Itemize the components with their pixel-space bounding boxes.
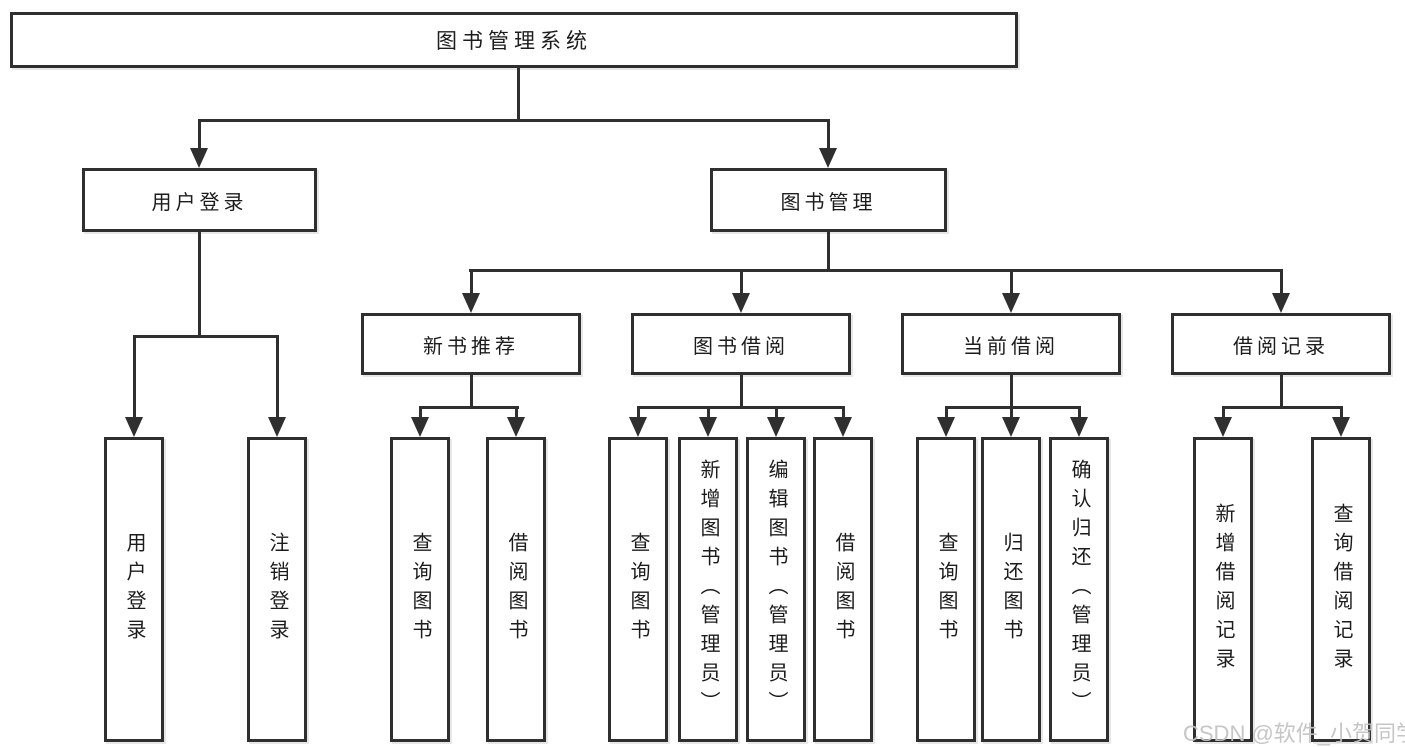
csdn-watermark: CSDN @软件_小贺同学 (1183, 721, 1405, 746)
node-label: 编辑图书（管理员） (765, 459, 787, 720)
connector-drop-borrow-records (1280, 269, 1283, 297)
node-label: 借阅记录 (1233, 335, 1329, 358)
connector-level2-rail (469, 269, 1283, 272)
connector-drop-book-management (827, 119, 830, 150)
node-leaf-borrow-books-recommend: 借阅图书 (486, 437, 546, 742)
connector-drop (419, 406, 422, 420)
connector-drop (945, 406, 948, 420)
connector-user-login-trunk (198, 230, 201, 338)
node-label: 图书借阅 (693, 335, 789, 358)
connector-user-login-rail (133, 335, 279, 338)
connector-drop (707, 406, 710, 420)
connector-book-borrow-rail (637, 406, 845, 409)
connector-drop-current-borrow (1010, 269, 1013, 297)
connector-drop-user-login (198, 119, 201, 150)
node-leaf-borrow-books: 借阅图书 (813, 437, 873, 742)
arrowhead-icon (732, 293, 750, 313)
arrowhead-icon (462, 293, 480, 313)
connector-level1-rail (198, 119, 830, 122)
arrowhead-icon (1002, 293, 1020, 313)
arrowhead-icon (1272, 293, 1290, 313)
connector-drop (1222, 406, 1225, 420)
connector-current-borrow-rail (945, 406, 1081, 409)
connector-drop (842, 406, 845, 420)
connector-root-trunk (517, 65, 520, 122)
node-leaf-confirm-return-admin: 确认归还（管理员） (1049, 437, 1109, 742)
arrowhead-icon (1332, 417, 1350, 437)
node-leaf-add-books-admin: 新增图书（管理员） (678, 437, 738, 742)
node-label: 查询图书 (409, 531, 431, 648)
arrowhead-icon (268, 417, 286, 437)
connector-drop-book-borrow (740, 269, 743, 297)
connector-book-management-trunk (827, 230, 830, 272)
node-book-management: 图书管理 (710, 168, 947, 232)
connector-borrow-records-rail (1222, 406, 1343, 409)
node-label: 查询图书 (935, 531, 957, 648)
arrowhead-icon (819, 148, 837, 168)
connector-drop (775, 406, 778, 420)
arrowhead-icon (629, 417, 647, 437)
arrowhead-icon (699, 417, 717, 437)
node-borrow-records: 借阅记录 (1171, 313, 1391, 375)
node-root-label: 图书管理系统 (436, 30, 592, 53)
node-label: 当前借阅 (963, 335, 1059, 358)
connector-drop (515, 406, 518, 420)
node-label: 查询图书 (627, 531, 649, 648)
node-current-borrow: 当前借阅 (901, 313, 1121, 375)
arrowhead-icon (125, 417, 143, 437)
arrowhead-icon (1214, 417, 1232, 437)
node-label: 新增借阅记录 (1212, 502, 1234, 677)
arrowhead-icon (1002, 417, 1020, 437)
arrowhead-icon (937, 417, 955, 437)
node-leaf-query-borrow-record: 查询借阅记录 (1311, 437, 1371, 742)
node-label: 归还图书 (1000, 531, 1022, 648)
arrowhead-icon (507, 417, 525, 437)
node-new-book-recommend: 新书推荐 (361, 313, 581, 375)
connector-drop (637, 406, 640, 420)
node-leaf-query-books-borrow: 查询图书 (608, 437, 668, 742)
node-label: 图书管理 (780, 191, 877, 214)
node-label: 用户登录 (151, 191, 248, 214)
node-label: 确认归还（管理员） (1068, 459, 1090, 720)
node-label: 借阅图书 (832, 531, 854, 648)
connector-new-book-trunk (470, 373, 473, 409)
node-book-borrow: 图书借阅 (631, 313, 851, 375)
arrowhead-icon (411, 417, 429, 437)
node-label: 新书推荐 (423, 335, 519, 358)
node-leaf-add-borrow-record: 新增借阅记录 (1193, 437, 1253, 742)
node-leaf-query-books-current: 查询图书 (916, 437, 976, 742)
connector-book-borrow-trunk (740, 373, 743, 409)
connector-drop-leaf-logout (276, 335, 279, 419)
arrowhead-icon (1070, 417, 1088, 437)
node-leaf-query-books-recommend: 查询图书 (390, 437, 450, 742)
node-label: 用户登录 (123, 531, 145, 648)
node-label: 新增图书（管理员） (697, 459, 719, 720)
connector-drop (1340, 406, 1343, 420)
node-leaf-logout: 注销登录 (247, 437, 307, 742)
connector-borrow-records-trunk (1280, 373, 1283, 409)
node-user-login-branch: 用户登录 (82, 168, 317, 232)
arrowhead-icon (190, 148, 208, 168)
connector-new-book-rail (419, 406, 519, 409)
node-label: 注销登录 (266, 531, 288, 648)
connector-current-borrow-trunk (1010, 373, 1013, 409)
arrowhead-icon (767, 417, 785, 437)
node-label: 借阅图书 (505, 531, 527, 648)
node-leaf-edit-books-admin: 编辑图书（管理员） (746, 437, 806, 742)
node-label: 查询借阅记录 (1330, 502, 1352, 677)
arrowhead-icon (834, 417, 852, 437)
node-leaf-user-login: 用户登录 (104, 437, 164, 742)
connector-drop (1078, 406, 1081, 420)
node-leaf-return-books: 归还图书 (981, 437, 1041, 742)
connector-drop-new-book (470, 269, 473, 297)
connector-drop (1010, 406, 1013, 420)
node-root: 图书管理系统 (10, 12, 1018, 68)
connector-drop-leaf-user-login (133, 335, 136, 419)
